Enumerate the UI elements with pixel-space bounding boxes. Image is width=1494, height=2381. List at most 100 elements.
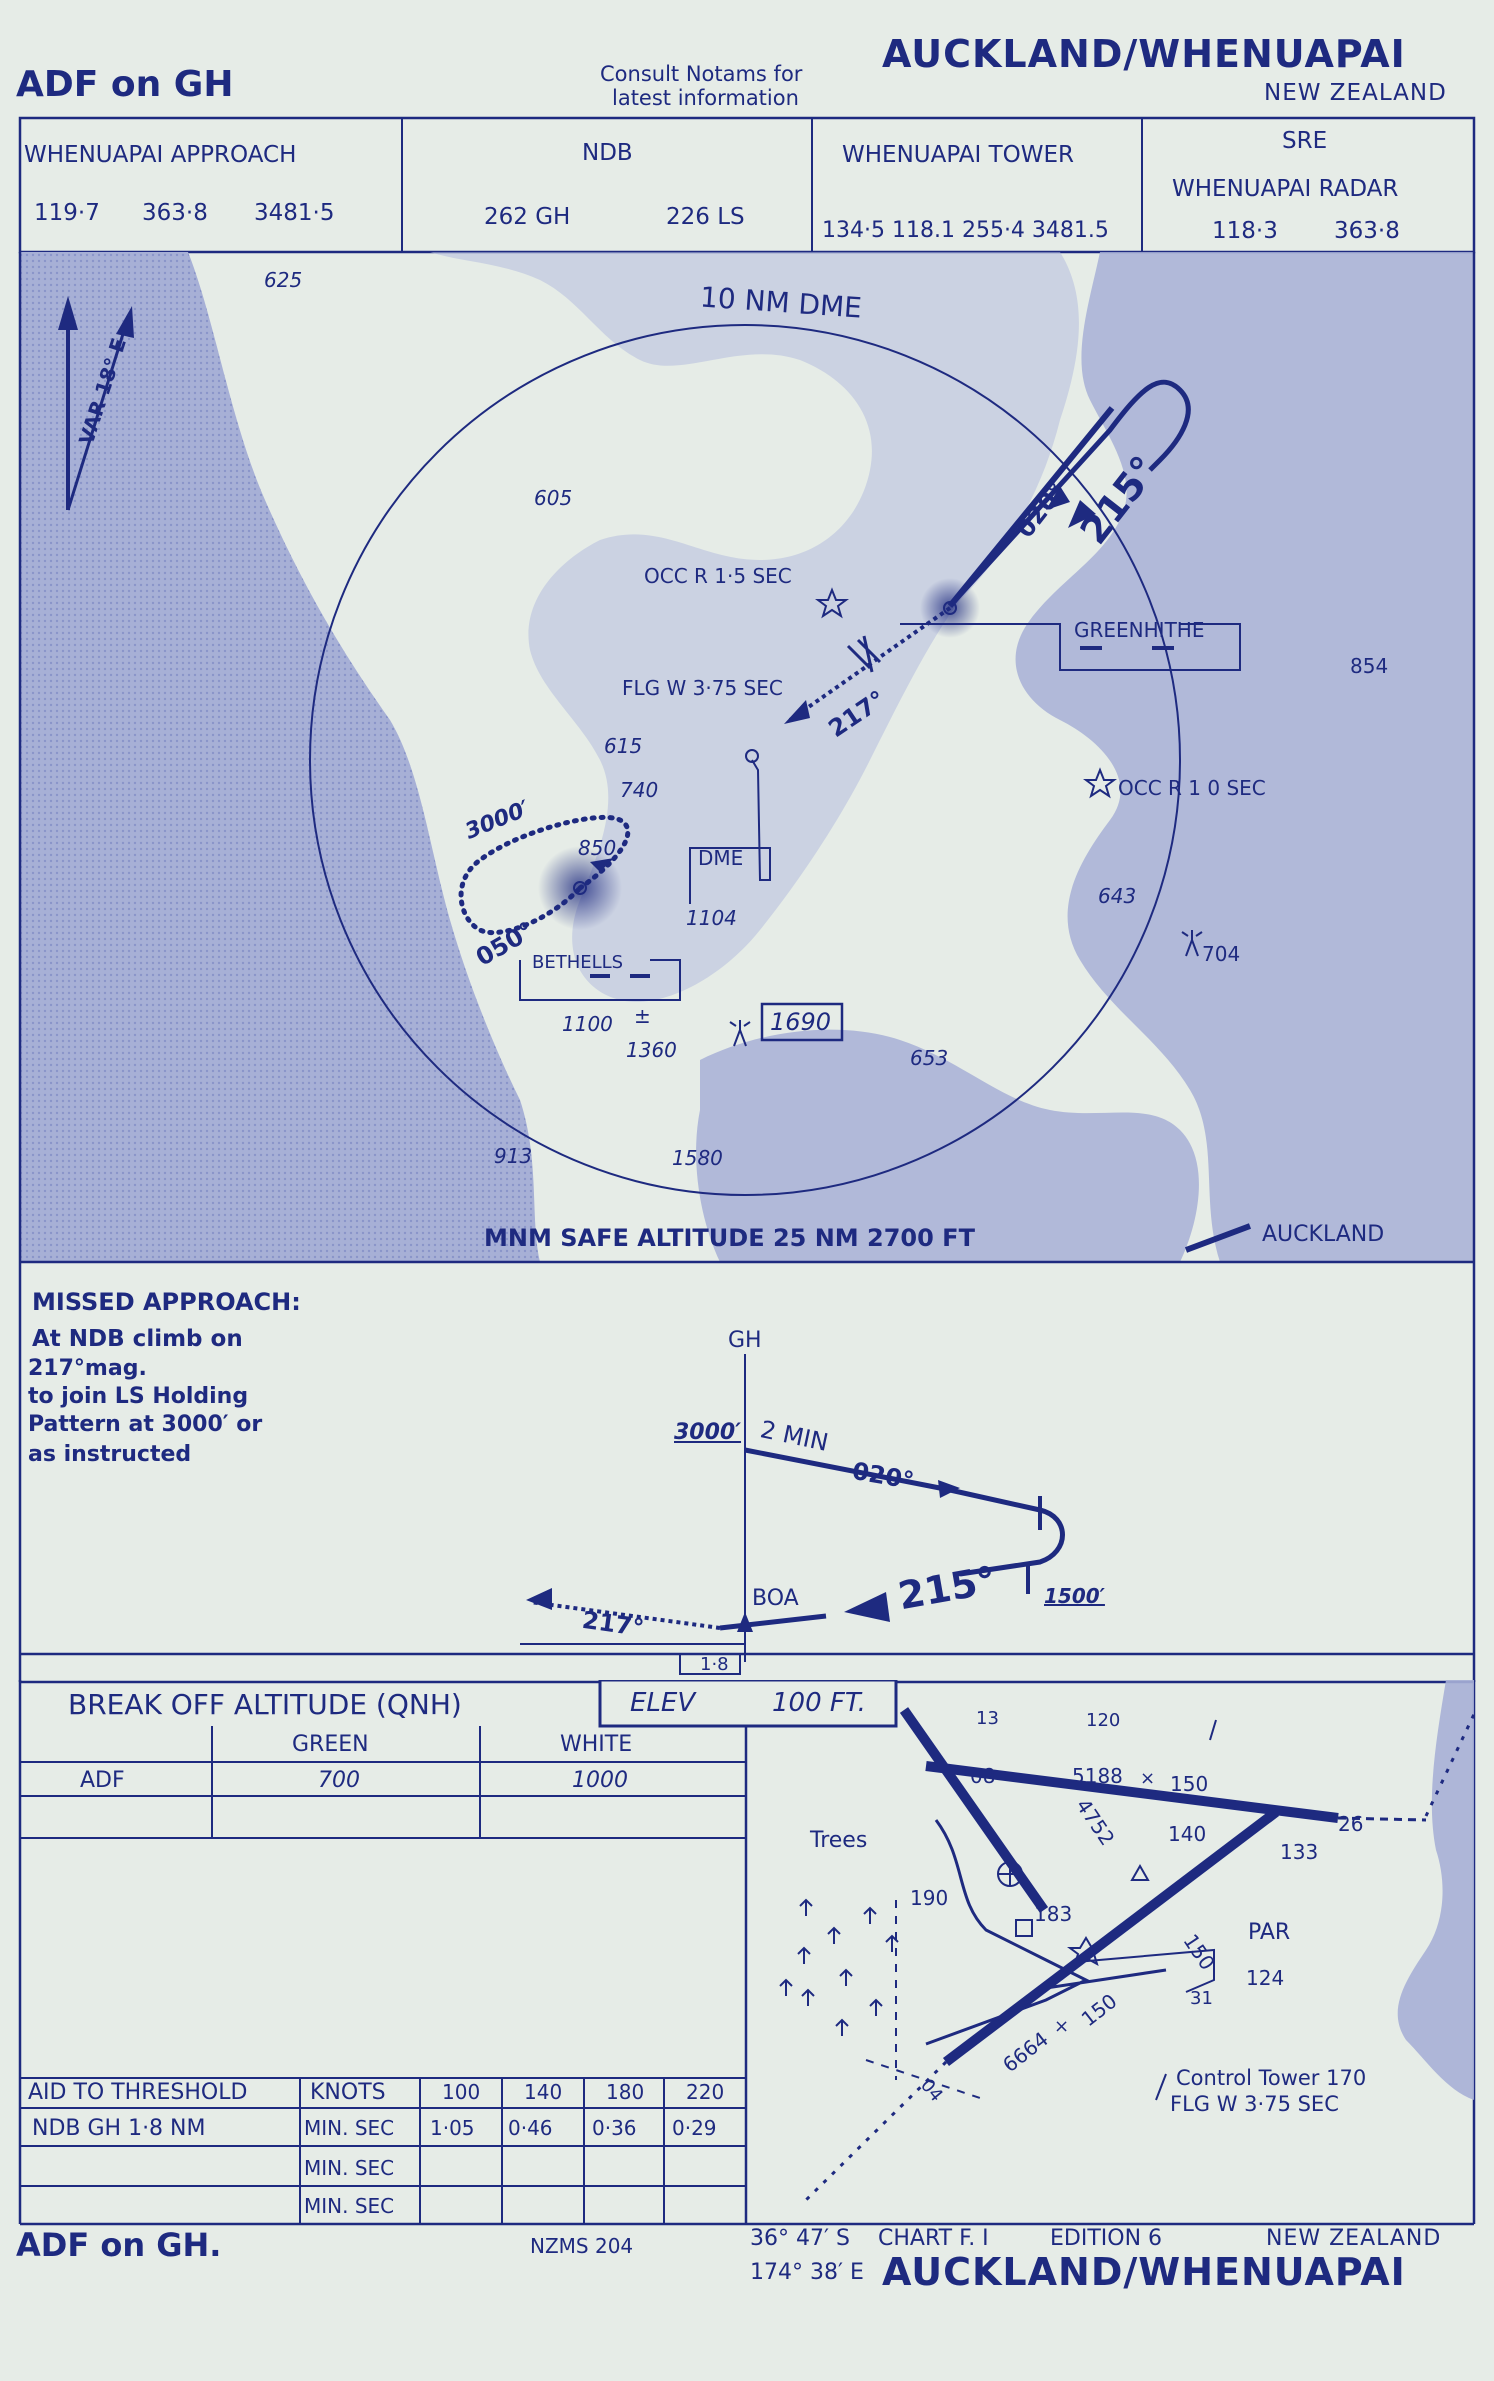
spot-plus-minus: ± — [634, 1004, 651, 1028]
spot-1360: 1360 — [626, 1038, 677, 1062]
missed-line-4: Pattern at 3000′ or — [28, 1412, 263, 1437]
timing-time-100: 1·05 — [430, 2116, 475, 2140]
boa-col-white: WHITE — [560, 1732, 633, 1757]
chart-title-left: ADF on GH — [16, 64, 234, 105]
bethells-label: BETHELLS — [532, 952, 624, 973]
timing-speed-140: 140 — [524, 2080, 563, 2104]
timing-time-140: 0·46 — [508, 2116, 553, 2140]
approach-freq-2: 363·8 — [142, 200, 208, 226]
obst-133: 133 — [1280, 1840, 1319, 1864]
profile-view — [18, 1262, 1476, 1684]
timing-speed-220: 220 — [686, 2080, 725, 2104]
dme-ring-10nm — [309, 324, 1181, 1196]
timing-minsec-1: MIN. SEC — [304, 2116, 395, 2140]
boa-title: BREAK OFF ALTITUDE (QNH) — [68, 1688, 462, 1721]
timing-speed-180: 180 — [606, 2080, 645, 2104]
missed-line-1: At NDB climb on — [32, 1326, 243, 1352]
profile-alt-3000: 3000′ — [674, 1420, 742, 1445]
boa-table-frame — [18, 1680, 1476, 2226]
auckland-label: AUCKLAND — [1262, 1222, 1385, 1247]
obst-190: 190 — [910, 1886, 949, 1910]
timing-header-knots: KNOTS — [310, 2080, 386, 2105]
greenhithe-label: GREENHITHE — [1074, 618, 1205, 642]
harbour-water — [430, 252, 1079, 1002]
missed-line-2: 217°mag. — [28, 1356, 147, 1381]
edition: EDITION 6 — [1050, 2226, 1163, 2251]
timing-minsec-3: MIN. SEC — [304, 2194, 395, 2218]
spot-605: 605 — [534, 486, 573, 510]
control-tower-line2: FLG W 3·75 SEC — [1170, 2092, 1339, 2116]
map-reference: NZMS 204 — [530, 2234, 634, 2258]
profile-distance: 1·8 — [700, 1654, 729, 1675]
spot-913: 913 — [494, 1144, 533, 1168]
boa-green-value: 700 — [318, 1768, 360, 1793]
missed-line-5: as instructed — [28, 1442, 192, 1467]
light-flg-w: FLG W 3·75 SEC — [622, 676, 783, 700]
obst-183: 183 — [1034, 1902, 1073, 1926]
approach-freq-3: 3481·5 — [254, 200, 335, 226]
obst-140: 140 — [1168, 1822, 1207, 1846]
obstacle-icon — [729, 930, 1203, 1047]
country-top: NEW ZEALAND — [1264, 80, 1447, 106]
rwy-x2: × — [1054, 2016, 1070, 2037]
rwy-x1: × — [1140, 1768, 1156, 1789]
radar-line2: WHENUAPAI RADAR — [1172, 176, 1399, 202]
light-star-icon — [815, 587, 1117, 799]
chart-title-footer: ADF on GH. — [16, 2226, 222, 2264]
bethells-holding-pattern — [458, 814, 681, 1001]
missed-line-3: to join LS Holding — [28, 1384, 249, 1409]
rwy-08-label: 08 — [970, 1764, 996, 1788]
obst-120: 120 — [1086, 1710, 1121, 1731]
spot-850: 850 — [578, 836, 617, 860]
tower-name: WHENUAPAI TOWER — [842, 142, 1074, 168]
spot-653: 653 — [910, 1046, 949, 1070]
dme-station-symbol — [745, 749, 759, 763]
radar-freq-1: 118·3 — [1212, 218, 1278, 244]
longitude: 174° 38′ E — [750, 2260, 864, 2285]
timing-time-180: 0·36 — [592, 2116, 637, 2140]
ne-procedure-track — [947, 379, 1191, 608]
timing-speed-100: 100 — [442, 2080, 481, 2104]
rwy-13-label: 13 — [976, 1708, 999, 1729]
rwy-width-150a: 150 — [1170, 1772, 1209, 1796]
spot-1690-box — [760, 1002, 844, 1042]
approach-name: WHENUAPAI APPROACH — [24, 142, 297, 168]
tower-freqs: 134·5 118.1 255·4 3481.5 — [822, 218, 1109, 243]
profile-gh: GH — [728, 1328, 762, 1353]
sea-area-west — [20, 252, 540, 1262]
par-label: PAR — [1248, 1920, 1291, 1945]
latitude: 36° 47′ S — [750, 2226, 850, 2251]
aerodrome-title-footer: AUCKLAND/WHENUAPAI — [882, 2250, 1406, 2294]
boa-white-value: 1000 — [572, 1768, 628, 1793]
trees-label: Trees — [810, 1828, 868, 1853]
par-124: 124 — [1246, 1966, 1285, 1990]
notam-notice-line2: latest information — [612, 86, 799, 110]
control-tower-line1: Control Tower 170 — [1176, 2066, 1367, 2090]
ndb-gh: 262 GH — [484, 204, 571, 230]
spot-1104: 1104 — [686, 906, 737, 930]
timing-header-aid: AID TO THRESHOLD — [28, 2080, 248, 2105]
timing-time-220: 0·29 — [672, 2116, 717, 2140]
spot-615: 615 — [604, 734, 643, 758]
plan-view-map — [18, 252, 1476, 1264]
aerodrome-diagram — [779, 1680, 1474, 2202]
rwy-length-5188: 5188 — [1072, 1764, 1123, 1788]
ndb-ls: 226 LS — [666, 204, 745, 230]
north-arrow-icon — [58, 296, 134, 511]
spot-625: 625 — [264, 268, 303, 292]
elev-value: 100 FT. — [772, 1688, 866, 1718]
spot-740: 740 — [620, 778, 659, 802]
notam-notice-line1: Consult Notams for — [600, 62, 803, 86]
profile-boa: BOA — [752, 1586, 799, 1611]
spot-1690: 1690 — [770, 1008, 832, 1036]
aerodrome-title-top: AUCKLAND/WHENUAPAI — [882, 32, 1406, 76]
timing-aid: NDB GH 1·8 NM — [32, 2116, 206, 2141]
elev-label: ELEV — [630, 1688, 696, 1718]
boa-row-adf: ADF — [80, 1768, 125, 1793]
boa-col-green: GREEN — [292, 1732, 369, 1757]
spot-1100: 1100 — [562, 1012, 613, 1036]
missed-approach-title: MISSED APPROACH: — [32, 1288, 301, 1316]
country-footer: NEW ZEALAND — [1266, 2226, 1442, 2251]
radar-line1: SRE — [1282, 128, 1328, 154]
profile-alt-1500: 1500′ — [1044, 1584, 1105, 1608]
